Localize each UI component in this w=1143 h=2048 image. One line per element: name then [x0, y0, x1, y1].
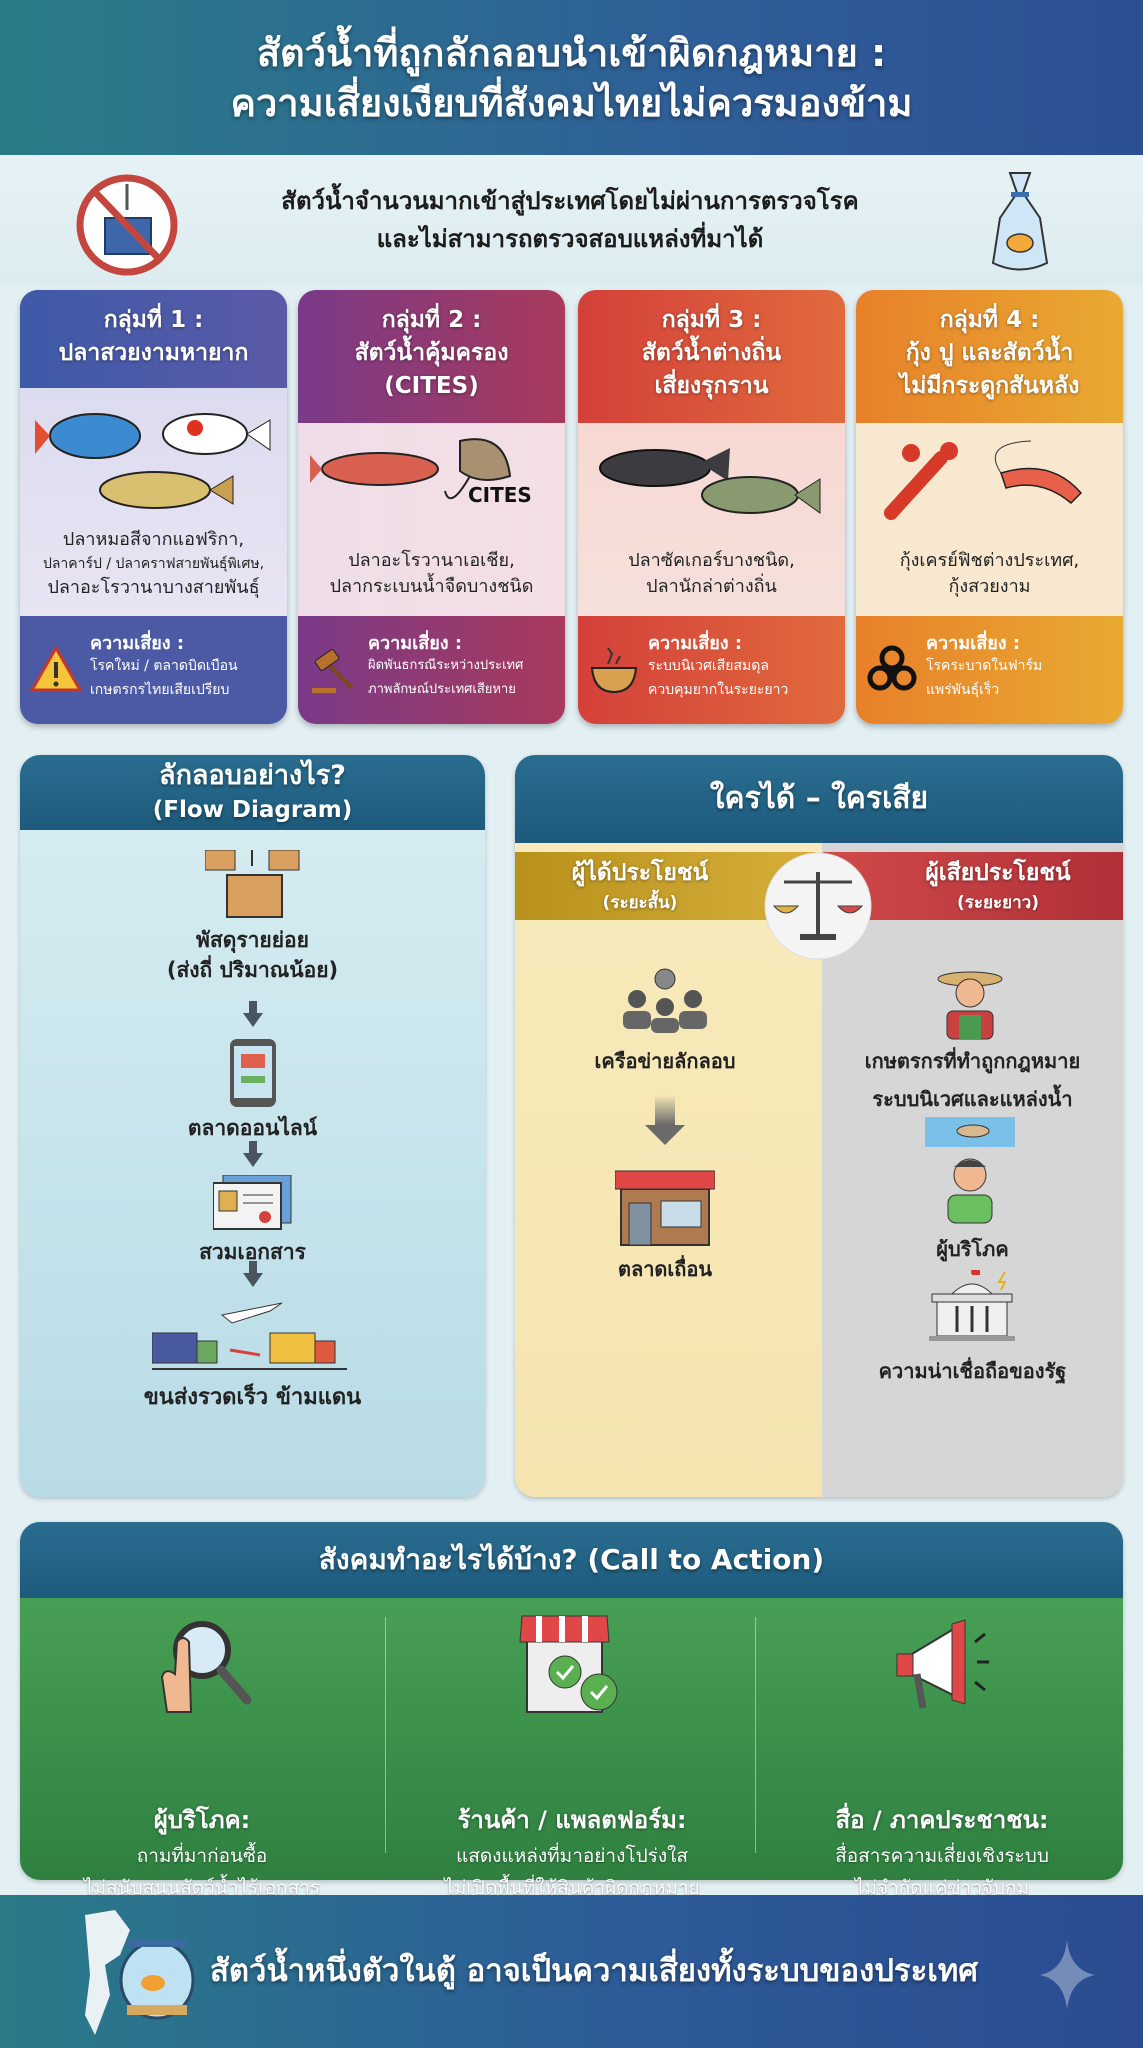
risk-box: ความเสี่ยง : ระบบนิเวศเสียสมดุลควบคุมยาก… [578, 616, 845, 724]
intro-band [0, 155, 1143, 285]
footer-slogan: สัตว์น้ำหนึ่งตัวในตู้ อาจเป็นความเสี่ยงท… [210, 1953, 978, 1989]
group-subtitle: กุ้ง ปู และสัตว์น้ำ [905, 340, 1074, 366]
cta-item-desc: สื่อสารความเสี่ยงเชิงระบบไม่จำกัดแค่ข่าว… [835, 1845, 1049, 1899]
flow-section: ลักลอบอย่างไร? (Flow Diagram) พัสดุรายย่… [20, 755, 485, 1497]
warning-icon [30, 644, 82, 692]
winner-item: ตลาดเถื่อน [617, 1257, 713, 1281]
group-subtitle-2: ไม่มีกระดูกสันหลัง [899, 373, 1080, 399]
loser-item: ผู้บริโภค [936, 1237, 1009, 1261]
government-building-icon [929, 1270, 1015, 1341]
risk-box: ความเสี่ยง : ผิดพันธกรณีระหว่างประเทศภาพ… [298, 616, 565, 724]
group-examples: ปลาหมอสีจากแอฟริกา,ปลาคาร์ป / ปลาคราฟสาย… [42, 529, 265, 598]
smuggling-network-icon [623, 968, 707, 1033]
thailand-map-fishbowl-icon [85, 1910, 195, 2035]
loser-item: ความน่าเชื่อถือของรัฐ [878, 1359, 1067, 1383]
megaphone-icon [896, 1619, 989, 1709]
cta-item-desc: ถามที่มาก่อนซื้อไม่สนับสนุนสัตว์น้ำไร้เอ… [83, 1845, 321, 1899]
farmer-icon [937, 971, 1003, 1040]
group-examples: ปลาอะโรวานาเอเชีย,ปลากระเบนน้ำจืดบางชนิด [329, 550, 534, 597]
cta-item-title: ร้านค้า / แพลตฟอร์ม: [457, 1806, 687, 1834]
crayfish-shrimp-icon [884, 440, 1083, 520]
winners-banner: ผู้ได้ประโยชน์(ระยะสั้น) [515, 852, 815, 920]
cites-logo: CITES [468, 483, 532, 507]
loser-item: ระบบนิเวศและแหล่งน้ำ [872, 1087, 1073, 1111]
risk-label: ความเสี่ยง : [368, 633, 463, 654]
id-document-icon [213, 1175, 292, 1230]
risk-label: ความเสี่ยง : [90, 633, 185, 654]
winner-item: เครือข่ายลักลอบ [594, 1049, 736, 1073]
loser-item: เกษตรกรที่ทำถูกกฎหมาย [864, 1049, 1081, 1073]
group-title: กลุ่มที่ 3 : [661, 307, 762, 333]
gavel-icon [312, 649, 354, 693]
risk-text: โรคใหม่ / ตลาดบิดเบือนเกษตรกรไทยเสียเปรี… [90, 658, 238, 698]
group-card-4: กลุ่มที่ 4 : กุ้ง ปู และสัตว์น้ำไม่มีกระด… [856, 290, 1123, 724]
flow-title: ลักลอบอย่างไร? [159, 760, 346, 791]
biohazard-icon [867, 645, 917, 691]
group-subtitle: สัตว์น้ำคุ้มครอง [354, 340, 509, 366]
phone-shop-icon [230, 1039, 276, 1107]
intro-text: สัตว์น้ำจำนวนมากเข้าสู่ประเทศโดยไม่ผ่านก… [190, 182, 950, 258]
group-examples: กุ้งเครย์ฟิชต่างประเทศ,กุ้งสวยงาม [899, 550, 1080, 597]
group-card-1: กลุ่มที่ 1 : ปลาสวยงามหายาก ปลาหมอสีจากแอ… [20, 290, 287, 724]
win-lose-section: ใครได้ – ใครเสีย ผู้ได้ประโยชน์(ระยะสั้น… [515, 755, 1123, 1497]
flow-step-1-sub: (ส่งถี่ ปริมาณน้อย) [166, 958, 339, 982]
sick-consumer-icon [947, 1158, 993, 1224]
arowana-stingray-icon [310, 438, 512, 500]
page-header: สัตว์น้ำที่ถูกลักลอบนำเข้าผิดกฎหมาย : คว… [0, 0, 1143, 155]
flow-step-2-label: ตลาดออนไลน์ [187, 1116, 318, 1140]
cta-item-title: ผู้บริโภค: [153, 1806, 251, 1834]
fish-bag-icon [991, 172, 1049, 271]
ornamental-fish-icon [35, 413, 271, 509]
balance-scale-icon [764, 852, 872, 960]
arrow-down-icon [242, 1001, 263, 1027]
group-title: กลุ่มที่ 2 : [381, 307, 482, 333]
group-card-3: กลุ่มที่ 3 : สัตว์น้ำต่างถิ่นเสี่ยงรุกราน… [578, 290, 845, 724]
group-title: กลุ่มที่ 1 : [103, 307, 204, 333]
risk-text: ผิดพันธกรณีระหว่างประเทศภาพลักษณ์ประเทศเ… [368, 658, 524, 697]
magnifier-hand-icon [160, 1621, 252, 1713]
sparkle-icon [1040, 1940, 1095, 2010]
risk-label: ความเสี่ยง : [926, 633, 1021, 654]
risk-box: ความเสี่ยง : โรคระบาดในฟาร์มแพร่พันธุ์เร… [856, 616, 1123, 724]
cta-item-desc: แสดงแหล่งที่มาอย่างโปร่งใสไม่เปิดพื้นที่… [444, 1845, 700, 1899]
cta-item-title: สื่อ / ภาคประชาชน: [835, 1806, 1049, 1834]
win-lose-title: ใครได้ – ใครเสีย [515, 755, 1123, 843]
flow-subtitle: (Flow Diagram) [152, 797, 353, 823]
risk-text: ระบบนิเวศเสียสมดุลควบคุมยากในระยะยาว [648, 658, 789, 698]
group-title: กลุ่มที่ 4 : [939, 307, 1040, 333]
cracked-earth-icon [590, 647, 638, 694]
footer-banner: สัตว์น้ำหนึ่งตัวในตู้ อาจเป็นความเสี่ยงท… [0, 1895, 1143, 2048]
title-line-1: สัตว์น้ำที่ถูกลักลอบนำเข้าผิดกฎหมาย : [256, 31, 887, 75]
truck-plane-icon [152, 1302, 347, 1370]
arrow-down-icon [242, 1261, 263, 1287]
no-container-icon [76, 174, 178, 276]
group-subtitle-2: เสี่ยงรุกราน [654, 373, 769, 399]
arrow-down-icon [655, 1095, 675, 1125]
flow-step-1-label: พัสดุรายย่อย [196, 928, 309, 952]
group-subtitle: ปลาสวยงามหายาก [58, 340, 249, 366]
risk-label: ความเสี่ยง : [648, 633, 743, 654]
parcel-icon [205, 850, 300, 918]
divider [755, 1617, 756, 1853]
losers-banner: ผู้เสียประโยชน์(ระยะยาว) [823, 852, 1123, 920]
invasive-fish-icon [599, 448, 821, 514]
group-subtitle-2: (CITES) [384, 373, 479, 399]
cta-title: สังคมทำอะไรได้บ้าง? (Call to Action) [20, 1522, 1123, 1598]
group-subtitle: สัตว์น้ำต่างถิ่น [641, 340, 782, 366]
intro-line-2: และไม่สามารถตรวจสอบแหล่งที่มาได้ [376, 225, 764, 253]
flow-step-4-label: ขนส่งรวดเร็ว ข้ามแดน [143, 1385, 362, 1410]
group-card-2: กลุ่มที่ 2 : สัตว์น้ำคุ้มครอง (CITES) CITE… [298, 290, 565, 724]
black-market-shop-icon [615, 1170, 715, 1246]
verified-shop-icon [519, 1615, 618, 1713]
flow-step-3-label: สวมเอกสาร [199, 1240, 306, 1264]
arrow-down-icon [242, 1141, 263, 1167]
group-examples: ปลาซัคเกอร์บางชนิด,ปลานักล่าต่างถิ่น [628, 550, 795, 597]
risk-box: ความเสี่ยง : โรคใหม่ / ตลาดบิดเบือนเกษตร… [20, 616, 287, 724]
title-line-2: ความเสี่ยงเงียบที่สังคมไทยไม่ควรมองข้าม [230, 81, 913, 125]
intro-line-1: สัตว์น้ำจำนวนมากเข้าสู่ประเทศโดยไม่ผ่านก… [281, 187, 859, 215]
divider [385, 1617, 386, 1853]
risk-text: โรคระบาดในฟาร์มแพร่พันธุ์เร็ว [926, 658, 1043, 698]
water-fish-icon [925, 1117, 1015, 1147]
